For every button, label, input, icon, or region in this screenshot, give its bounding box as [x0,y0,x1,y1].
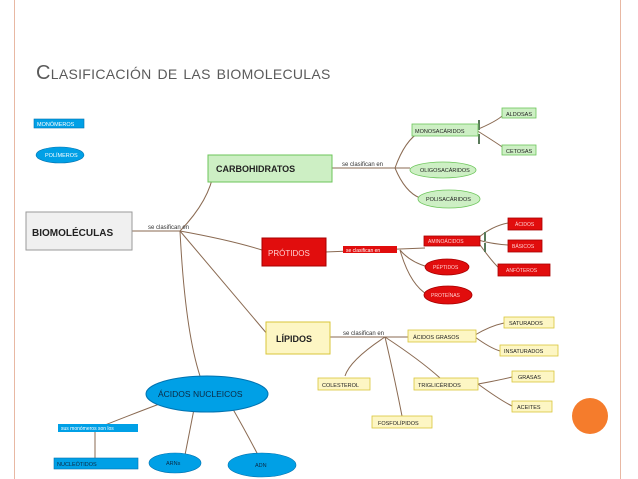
node-colesterol: COLESTEROL [322,383,359,389]
legend-polymers-ellipse [35,146,85,164]
slide-title: Clasificación de las biomoleculas [36,62,331,84]
line-to-trigliceridos [384,336,441,379]
line-to-cetosas [475,129,506,150]
orange-decoration-dot [572,398,608,434]
link-label-lip: se clasifican en [343,331,384,337]
node-oligosacaridos-ellipse [409,161,477,179]
node-aldosas: ALDOSAS [506,112,532,118]
line-to-monosacaridos [394,131,421,169]
line-to-basicos [477,239,509,246]
line-to-aldosas [475,112,506,131]
node-acidos-box [507,217,543,231]
node-carbohidratos-box [207,154,333,183]
node-proteinas: PROTEÍNAS [431,292,461,299]
node-aceites: ACEITES [517,405,541,411]
line-to-peptidos [399,249,429,268]
node-cetosas-box [501,144,537,156]
node-basicos: BÁSICOS [512,243,535,250]
node-saturados: SATURADOS [509,321,543,327]
node-insaturados-box [499,344,559,357]
line-to-aceites [477,383,513,407]
legend-monomers: MONÓMEROS [37,121,75,128]
node-polisacaridos: POLISACÁRIDOS [426,196,471,203]
line-to-acidos-nucleicos [179,230,201,377]
line-to-acidos [477,222,509,239]
node-carbohidratos: CARBOHIDRATOS [216,164,295,174]
node-aceites-box [511,400,553,413]
node-nucleotidos: NUCLEÓTIDOS [57,461,97,468]
node-acidos-grasos: ÁCIDOS GRASOS [413,334,459,341]
node-colesterol-box [317,377,371,391]
line-to-proteinas [399,249,429,296]
node-monosacaridos: MONOSACÁRIDOS [415,128,465,135]
node-aminoacidos: AMINOÁCIDOS [428,238,464,245]
node-fosfolipidos: FOSFOLÍPIDOS [378,420,419,427]
node-aminoacidos-box [423,235,481,247]
node-anfoteros: ANFÓTEROS [506,267,538,274]
node-arns-ellipse [148,452,202,474]
node-fosfolipidos-box [371,415,433,429]
node-basicos-box [507,239,543,253]
legend-polymers: POLÍMEROS [45,152,78,159]
node-protidos-box [261,237,327,267]
node-monosacaridos-box [411,123,479,137]
node-biomoleculas: BIOMOLÉCULAS [32,226,113,239]
node-biomoleculas-box [25,211,133,251]
node-lipidos: LÍPIDOS [276,334,312,344]
link-label-nuc-bg [58,424,138,432]
node-cetosas: CETOSAS [506,149,533,155]
node-peptidos: PÉPTIDOS [433,264,459,271]
link-label-sus-monomeros: sus monómeros son los [61,426,114,432]
node-grasas-box [511,370,555,383]
line-to-saturados [474,322,505,336]
node-adn-ellipse [227,452,297,478]
line-to-colesterol [344,336,386,377]
line-to-insaturados [474,336,501,352]
node-nucleotidos-box [53,457,139,470]
node-adn: ADN [255,463,267,469]
line-to-anfoteros [477,241,501,270]
slide-frame-right [620,0,621,479]
node-polisacaridos-ellipse [417,189,481,209]
line-to-lipidos [179,230,269,336]
node-insaturados: INSATURADOS [504,349,544,355]
node-acidos-nucleicos-ellipse [145,375,269,413]
node-grasas: GRASAS [518,375,541,381]
node-protidos: PRÓTIDOS [268,249,310,258]
node-arns: ARNs [166,461,181,467]
line-to-adn [229,403,259,456]
node-anfoteros-box [497,263,551,277]
line-to-protidos [179,230,263,251]
node-acidos-grasos-box [407,329,477,343]
node-proteinas-ellipse [423,285,473,305]
line-to-grasas [477,376,513,385]
link-label-prot-bg [343,246,397,253]
node-peptidos-ellipse [424,258,470,276]
node-saturados-box [503,316,555,329]
node-trigliceridos-box [413,377,479,391]
line-to-fosfolipidos [384,336,403,417]
node-acidos: ÁCIDOS [515,221,535,228]
slide-frame-left [14,0,15,479]
link-label-prot: se clasifican en [346,248,380,254]
node-lipidos-box [265,321,331,355]
legend-monomers-box [33,118,85,129]
line-to-polisacaridos [394,167,421,199]
link-ticks [478,120,486,252]
node-aldosas-box [501,107,537,119]
link-label-carbo: se clasifican en [342,162,383,168]
node-acidos-nucleicos: ÁCIDOS NUCLEICOS [158,389,243,399]
link-label-bio: se clasifican en [148,225,189,231]
node-oligosacaridos: OLIGOSACÁRIDOS [420,167,470,174]
node-trigliceridos: TRIGLICÉRIDOS [418,382,461,389]
